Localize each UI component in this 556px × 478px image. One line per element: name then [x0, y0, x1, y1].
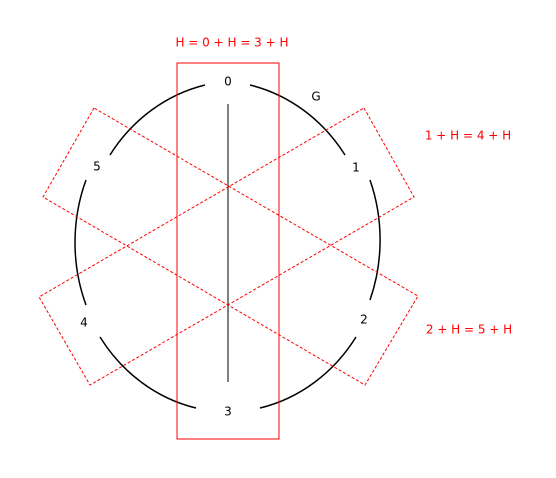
group-label: G — [311, 90, 320, 104]
element-label-4: 4 — [80, 316, 88, 330]
circle-arc-3-4 — [99, 336, 197, 409]
coset-box-1-plus-h — [42, 107, 419, 386]
circle-arc-1-2 — [369, 179, 381, 301]
coset-label-1-plus-h: 1 + H = 4 + H — [425, 129, 511, 143]
coset-box-h — [176, 62, 280, 440]
coset-label-h: H = 0 + H = 3 + H — [175, 36, 288, 50]
element-label-5: 5 — [93, 160, 101, 174]
circle-arc-5-0 — [109, 84, 206, 156]
element-label-1: 1 — [352, 161, 360, 175]
element-label-0: 0 — [224, 75, 232, 89]
circle-arc-2-3 — [259, 336, 357, 409]
coset-box-2-plus-h — [38, 107, 415, 386]
element-label-2: 2 — [360, 313, 368, 327]
element-label-3: 3 — [224, 405, 232, 419]
coset-label-2-plus-h: 2 + H = 5 + H — [426, 323, 512, 337]
circle-arc-0-1 — [249, 84, 346, 156]
circle-arc-4-5 — [74, 179, 87, 306]
